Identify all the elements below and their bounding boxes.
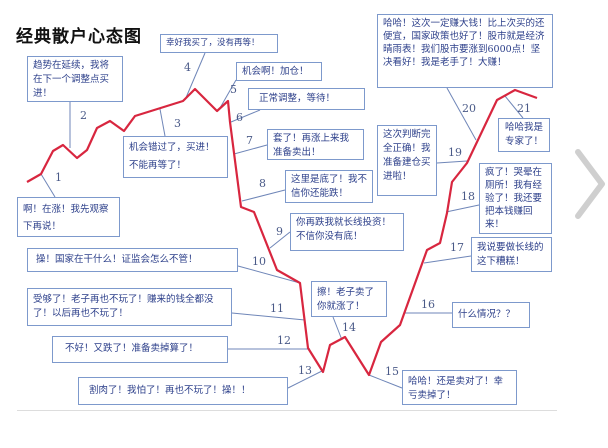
step-box-3: 机会错过了，买进！不能再等了！ [123, 136, 228, 178]
connector-21 [504, 95, 524, 119]
connector-11 [231, 312, 306, 321]
step-box-12: 不好！又跌了！准备卖掉算了！ [52, 336, 228, 363]
step-box-16: 什么情况？？ [452, 302, 530, 328]
connector-5 [219, 79, 237, 109]
connector-20 [446, 87, 477, 141]
step-number-2: 2 [80, 109, 87, 122]
step-number-1: 1 [55, 171, 62, 184]
step-number-6: 6 [236, 111, 243, 124]
step-box-15: 哈哈！还是卖对了！幸亏卖掉了！ [402, 370, 517, 405]
step-number-3: 3 [174, 117, 181, 130]
connector-14 [332, 316, 343, 341]
step-box-11: 受够了！老子再也不玩了！赚来的钱全都没了！以后再也不玩了！ [27, 288, 232, 326]
step-box-8: 这里是底了！我不信你还能跌！ [285, 170, 373, 203]
step-number-9: 9 [276, 225, 283, 238]
step-number-7: 7 [246, 134, 253, 147]
step-box-2: 趋势在延续，我将在下一个调整点买进！ [27, 56, 123, 102]
step-number-21: 21 [517, 102, 531, 115]
connector-8 [241, 189, 286, 202]
step-number-18: 18 [461, 190, 475, 203]
chevron-right-icon [575, 149, 605, 219]
step-number-11: 11 [270, 302, 284, 315]
step-box-5: 机会啊！加仓！ [236, 62, 322, 81]
step-number-10: 10 [252, 255, 266, 268]
step-number-17: 17 [450, 241, 464, 254]
connector-4 [184, 52, 206, 101]
connector-1 [40, 173, 56, 198]
step-number-16: 16 [421, 298, 435, 311]
step-number-19: 19 [448, 146, 462, 159]
connector-19 [436, 160, 468, 164]
step-box-20: 哈哈！这次一定赚大钱！比上次买的还便宜，国家政策也好了！股市就是经济晴雨表！我们… [377, 14, 553, 88]
connector-7 [233, 144, 268, 155]
connector-18 [445, 204, 480, 213]
step-box-19: 这次判断完全正确！我准备建仓买进啦！ [377, 125, 437, 196]
step-box-9: 你再跌我就长线投资！不信你没有底！ [290, 213, 404, 251]
connector-6 [230, 109, 261, 123]
step-number-13: 13 [298, 364, 312, 377]
connector-lines [40, 52, 524, 389]
step-box-18: 疯了！哭晕在厕所！我有经验了！我还要把本钱赚回来！ [479, 163, 552, 234]
connector-9 [269, 231, 291, 249]
step-number-15: 15 [385, 365, 399, 378]
step-number-14: 14 [342, 321, 356, 334]
image-bottom-divider [17, 410, 557, 411]
step-box-6: 正常调整，等待！ [248, 88, 365, 110]
step-box-13: 割肉了！我怕了！再也不玩了！操！！ [78, 377, 288, 405]
step-box-17: 我说要做长线的这下糟糕！ [471, 237, 552, 272]
step-number-12: 12 [277, 334, 291, 347]
step-number-20: 20 [462, 102, 476, 115]
step-box-1: 啊！在涨！我先观察下再说！ [17, 197, 120, 237]
step-number-4: 4 [184, 61, 191, 74]
connector-3 [159, 108, 166, 137]
price-line [26, 87, 538, 377]
next-image-button[interactable] [572, 148, 608, 220]
step-box-14: 擦！老子卖了你就涨了！ [311, 281, 387, 317]
step-box-4: 幸好我买了，没有再等！ [160, 34, 278, 53]
step-box-21: 哈哈我是专家了！ [498, 118, 550, 152]
step-number-5: 5 [230, 83, 237, 96]
step-box-10: 操！国家在干什么！证监会怎么不管！ [27, 248, 238, 272]
step-number-8: 8 [259, 177, 266, 190]
connector-10 [237, 265, 301, 284]
step-box-7: 套了！再涨上来我准备卖出！ [267, 129, 364, 160]
diagram-title: 经典散户心态图 [16, 27, 142, 47]
connector-13 [287, 370, 323, 389]
connector-17 [423, 255, 472, 264]
connector-15 [368, 374, 403, 389]
